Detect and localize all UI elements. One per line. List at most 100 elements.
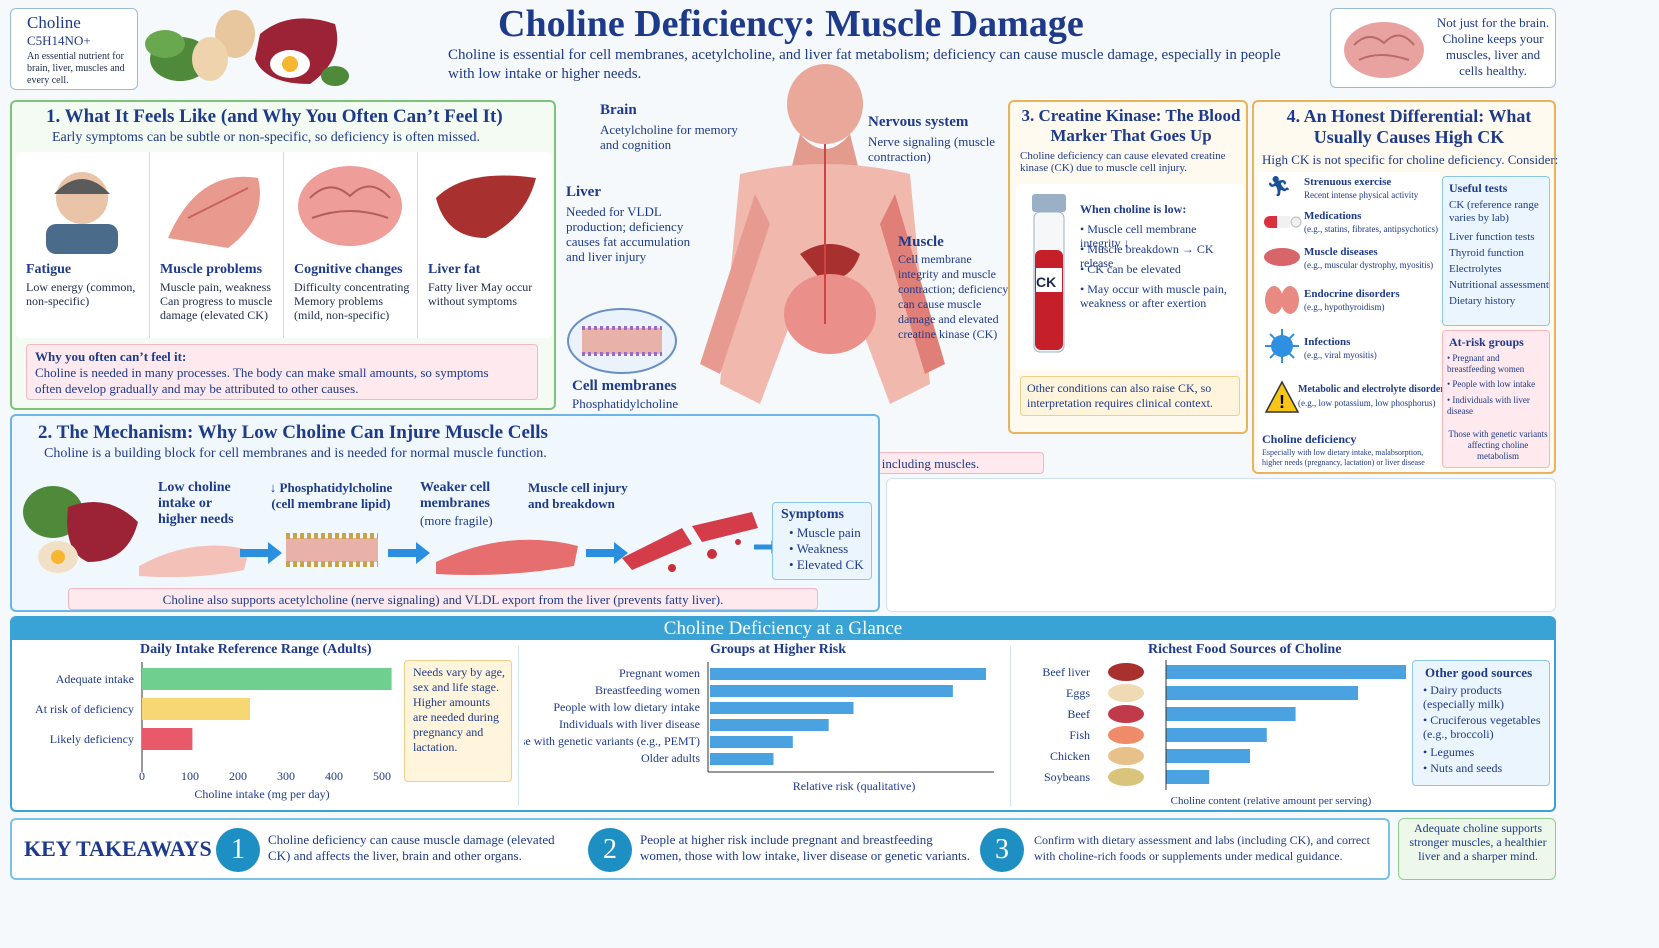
cause-text: (e.g., hypothyroidism) (1304, 302, 1385, 312)
takeaways-panel: KEY TAKEAWAYS 1 Choline deficiency can c… (10, 818, 1390, 880)
choline-formula: C5H14NO+ (27, 33, 91, 48)
pills-icon (1264, 216, 1302, 228)
category-label: Soybeans (1044, 770, 1090, 784)
test-item: Electrolytes (1449, 263, 1502, 275)
section-2-intro: Choline is a building block for cell mem… (44, 446, 547, 461)
test-item: Liver function tests (1449, 231, 1535, 243)
card-text: Difficulty concentrating Memory problems… (294, 280, 410, 322)
brain-note-text: Not just for the brain. Choline keeps yo… (1436, 15, 1550, 78)
source-item: • Legumes (1423, 745, 1475, 759)
bar-2 (142, 728, 193, 750)
bar-1 (142, 698, 250, 720)
cause-text: (e.g., statins, fibrates, antipsychotics… (1304, 224, 1438, 234)
tests-title: Useful tests (1449, 181, 1508, 195)
step-more-fragile: (more fragile) (420, 513, 493, 528)
glance-header: Choline Deficiency at a Glance (12, 618, 1554, 640)
divider (518, 646, 519, 806)
card-title: Cognitive changes (294, 262, 403, 277)
bar-3 (710, 719, 829, 731)
closing-note-box: Adequate choline supports stronger muscl… (1398, 818, 1556, 880)
cause-title: Endocrine disorders (1304, 288, 1400, 300)
risk-item: • People with low intake (1447, 379, 1536, 389)
card-title: Fatigue (26, 262, 72, 277)
tick-label: 400 (325, 769, 343, 783)
food-chart: Beef liverEggsBeefFishChickenSoybeansCho… (1042, 660, 1406, 807)
when-low-title: When choline is low: (1080, 202, 1187, 216)
category-label: Those with genetic variants (e.g., PEMT) (524, 734, 700, 748)
section-3-content: CK When choline is low: • Muscle cell me… (1016, 184, 1244, 370)
intake-note-text: Needs vary by age, sex and life stage. H… (413, 665, 505, 754)
card-text: Fatty liver May occur without symptoms (428, 280, 533, 308)
takeaway-text: People at higher risk include pregnant a… (640, 832, 970, 863)
takeaway-number: 3 (980, 828, 1024, 872)
source-text: Nuts and seeds (1430, 761, 1503, 775)
section-1-panel: 1. What It Feels Like (and Why You Often… (10, 100, 556, 410)
x-axis-label: Choline content (relative amount per ser… (1171, 795, 1372, 807)
risk-item: • Pregnant and breastfeeding women (1447, 353, 1525, 374)
ck-bullet-text: CK can be elevated (1087, 262, 1181, 276)
risk-chart-title: Groups at Higher Risk (710, 642, 847, 657)
section-1-intro: Early symptoms can be subtle or non-spec… (52, 130, 481, 145)
page-subtitle: Choline is essential for cell membranes,… (448, 47, 1281, 82)
cause-title: Muscle diseases (1304, 246, 1378, 258)
section-3-intro: Choline deficiency can cause elevated cr… (1020, 150, 1226, 174)
card-text: Low energy (common, non-specific) (26, 280, 136, 308)
choline-description: An essential nutrient for brain, liver, … (27, 51, 125, 86)
source-item: • Dairy products (especially milk) (1423, 683, 1504, 711)
ck-bullet-text: Muscle cell membrane integrity ↓ (1080, 222, 1197, 250)
food-icon (1108, 747, 1144, 765)
symptoms-title: Symptoms (781, 507, 845, 522)
section-3-panel: 3. Creatine Kinase: The Blood Marker Tha… (1008, 100, 1248, 434)
bar-0 (142, 668, 392, 690)
cause-title: Choline deficiency (1262, 432, 1357, 446)
symptom-text: Weakness (796, 541, 849, 556)
brain-label-text: Acetylcholine for memory and cognition (600, 122, 738, 152)
tick-label: 500 (373, 769, 391, 783)
muscle-icon (1264, 248, 1300, 266)
bar-5 (1166, 770, 1210, 784)
takeaway-number: 2 (588, 828, 632, 872)
step-weaker-membranes: Weaker cell membranes (420, 480, 491, 511)
cause-text: (e.g., muscular dystrophy, myositis) (1304, 260, 1434, 270)
damaged-fiber-icon (622, 512, 758, 572)
choline-foods-icon (23, 486, 138, 573)
card-title: Muscle problems (160, 262, 263, 277)
other-sources-box: Other good sources • Dairy products (esp… (1412, 660, 1550, 786)
tick-label: 300 (277, 769, 295, 783)
test-item: Dietary history (1449, 295, 1516, 307)
category-label: Chicken (1050, 749, 1090, 763)
test-item: Thyroid function (1449, 247, 1524, 259)
source-text: Dairy products (especially milk) (1423, 683, 1504, 711)
risk-text: Pregnant and breastfeeding women (1447, 353, 1525, 374)
card-liver: Liver fat Fatty liver May occur without … (418, 152, 552, 338)
arrow-right-icon (240, 542, 282, 564)
liver-icon (436, 175, 536, 238)
source-item: • Nuts and seeds (1423, 761, 1503, 775)
brain-note-box: Not just for the brain. Choline keeps yo… (1330, 8, 1556, 88)
risk-text: People with low intake (1452, 379, 1536, 389)
section-2-title: 2. The Mechanism: Why Low Choline Can In… (38, 422, 548, 443)
source-text: Legumes (1430, 745, 1475, 759)
glance-panel: Choline Deficiency at a Glance Daily Int… (10, 616, 1556, 812)
brain-icon (298, 166, 402, 246)
muscle-arm-icon (168, 176, 260, 248)
cause-title: Infections (1304, 336, 1351, 348)
ck-tube-label: CK (1036, 274, 1057, 290)
category-label: Older adults (641, 751, 700, 765)
brain-label-title: Brain (600, 102, 637, 118)
symptoms-box: Symptoms • Muscle pain • Weakness • Elev… (772, 502, 872, 580)
source-item: • Cruciferous vegetables (e.g., broccoli… (1423, 713, 1541, 741)
ck-note-text: Other conditions can also raise CK, so i… (1027, 381, 1213, 410)
muscle-fibers-icon (139, 545, 249, 578)
cause-title: Medications (1304, 210, 1362, 222)
muscle-label-title: Muscle (898, 234, 944, 250)
section-4-title: 4. An Honest Differential: What Usually … (1286, 106, 1532, 147)
why-text: Choline is needed in many processes. The… (35, 365, 489, 396)
card-text: Muscle pain, weakness Can progress to mu… (160, 280, 273, 322)
cause-text: (e.g., low potassium, low phosphorus) (1298, 398, 1436, 408)
page-title: Choline Deficiency: Muscle Damage (498, 3, 1084, 45)
food-chart-title: Richest Food Sources of Choline (1148, 642, 1342, 657)
tick-label: 200 (229, 769, 247, 783)
other-sources-title: Other good sources (1425, 665, 1533, 680)
